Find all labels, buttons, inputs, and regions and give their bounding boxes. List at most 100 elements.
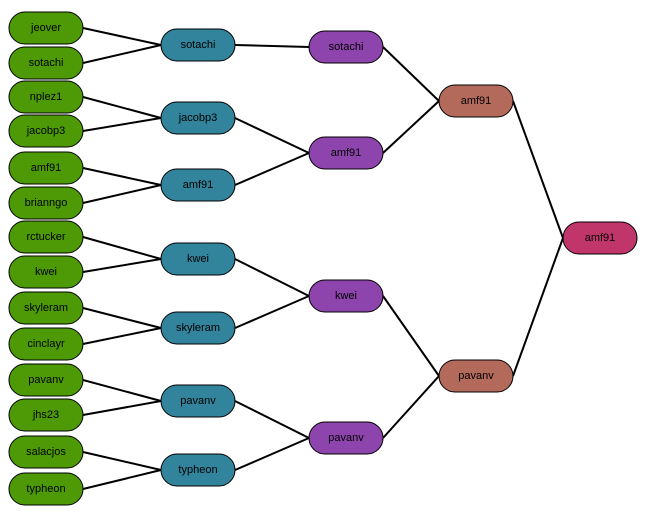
bracket-connector-line [512, 237, 564, 377]
player-node-shape [8, 255, 84, 289]
player-node-round-1: amf91 [8, 151, 84, 185]
player-node-shape [8, 114, 84, 148]
player-node-shape [8, 220, 84, 254]
bracket-connector-line [82, 167, 162, 186]
bracket-connector-line [234, 152, 310, 186]
player-node-round-1: skyleram [8, 291, 84, 325]
player-name-label: sotachi [329, 41, 364, 53]
bracket-connector-line [234, 117, 310, 154]
player-name-label: brianngo [25, 197, 68, 209]
player-node-round-1: salacjos [8, 435, 84, 469]
bracket-connector-line [82, 258, 162, 273]
bracket-connector-line [234, 400, 310, 439]
player-node-shape [160, 384, 236, 418]
player-node-shape [308, 279, 384, 313]
player-name-label: amf91 [31, 162, 62, 174]
player-name-label: pavanv [180, 395, 216, 407]
player-node-round-1: nplez1 [8, 80, 84, 114]
player-node-round-1: typheon [8, 472, 84, 506]
bracket-connector-line [82, 451, 162, 471]
player-node-round-1: cinclayr [8, 327, 84, 361]
player-node-round-2: typheon [160, 453, 236, 487]
player-node-round-1: pavanv [8, 363, 84, 397]
bracket-connector-line [382, 100, 440, 154]
player-node-shape [8, 363, 84, 397]
player-name-label: kwei [35, 266, 57, 278]
player-node-shape [8, 186, 84, 220]
player-name-label: skyleram [176, 322, 220, 334]
bracket-connector-line [82, 469, 162, 490]
player-node-shape [8, 398, 84, 432]
bracket-connector-line [234, 44, 310, 48]
bracket-connector-line [82, 27, 162, 46]
player-node-shape [308, 136, 384, 170]
bracket-nodes: jeover sotachi nplez1 jacobp3 amf91 brianngo r… [8, 11, 638, 506]
player-node-round-3: amf91 [308, 136, 384, 170]
bracket-connector-line [382, 46, 440, 102]
bracket-connector-line [82, 236, 162, 260]
bracket-connector-line [82, 184, 162, 204]
player-name-label: jacobp3 [178, 112, 218, 124]
player-name-label: salacjos [26, 446, 66, 458]
player-node-shape [8, 327, 84, 361]
player-name-label: sotachi [29, 57, 64, 69]
player-node-round-4: pavanv [438, 359, 514, 393]
player-node-shape [8, 291, 84, 325]
player-node-shape [160, 168, 236, 202]
player-node-shape [438, 359, 514, 393]
player-node-round-5: amf91 [562, 221, 638, 255]
player-name-label: amf91 [183, 179, 214, 191]
player-name-label: sotachi [181, 39, 216, 51]
bracket-connector-line [82, 400, 162, 416]
player-node-shape [160, 28, 236, 62]
player-node-round-2: pavanv [160, 384, 236, 418]
player-node-round-3: pavanv [308, 421, 384, 455]
player-node-round-1: rctucker [8, 220, 84, 254]
player-node-round-1: jacobp3 [8, 114, 84, 148]
bracket-connector-line [82, 327, 162, 345]
player-name-label: jacobp3 [26, 125, 66, 137]
player-node-round-3: sotachi [308, 30, 384, 64]
player-node-shape [438, 84, 514, 118]
bracket-connector-line [82, 307, 162, 329]
player-name-label: amf91 [331, 147, 362, 159]
player-node-round-4: amf91 [438, 84, 514, 118]
player-name-label: rctucker [26, 231, 65, 243]
player-node-round-1: kwei [8, 255, 84, 289]
bracket-connector-line [234, 295, 310, 329]
bracket-connectors [82, 27, 564, 490]
bracket-connector-line [82, 44, 162, 64]
bracket-connector-line [512, 100, 564, 239]
player-node-shape [160, 311, 236, 345]
player-node-round-1: brianngo [8, 186, 84, 220]
bracket-connector-line [82, 96, 162, 119]
player-node-shape [308, 30, 384, 64]
player-node-round-2: amf91 [160, 168, 236, 202]
player-name-label: kwei [187, 253, 209, 265]
bracket-connector-line [82, 379, 162, 402]
player-node-shape [8, 11, 84, 45]
bracket-connector-line [82, 117, 162, 132]
player-name-label: jeover [30, 22, 61, 34]
player-node-shape [8, 46, 84, 80]
player-node-round-2: sotachi [160, 28, 236, 62]
player-node-shape [160, 453, 236, 487]
player-node-round-2: jacobp3 [160, 101, 236, 135]
player-name-label: amf91 [585, 232, 616, 244]
player-name-label: jhs23 [32, 409, 59, 421]
player-node-round-1: jeover [8, 11, 84, 45]
player-node-shape [8, 435, 84, 469]
player-node-shape [308, 421, 384, 455]
player-name-label: skyleram [24, 302, 68, 314]
player-node-round-2: kwei [160, 242, 236, 276]
bracket-connector-line [234, 437, 310, 471]
player-node-shape [160, 242, 236, 276]
player-node-shape [8, 80, 84, 114]
player-name-label: pavanv [328, 432, 364, 444]
player-name-label: pavanv [28, 374, 64, 386]
player-node-shape [8, 151, 84, 185]
player-node-shape [8, 472, 84, 506]
bracket-connector-line [382, 375, 440, 439]
player-node-round-1: jhs23 [8, 398, 84, 432]
